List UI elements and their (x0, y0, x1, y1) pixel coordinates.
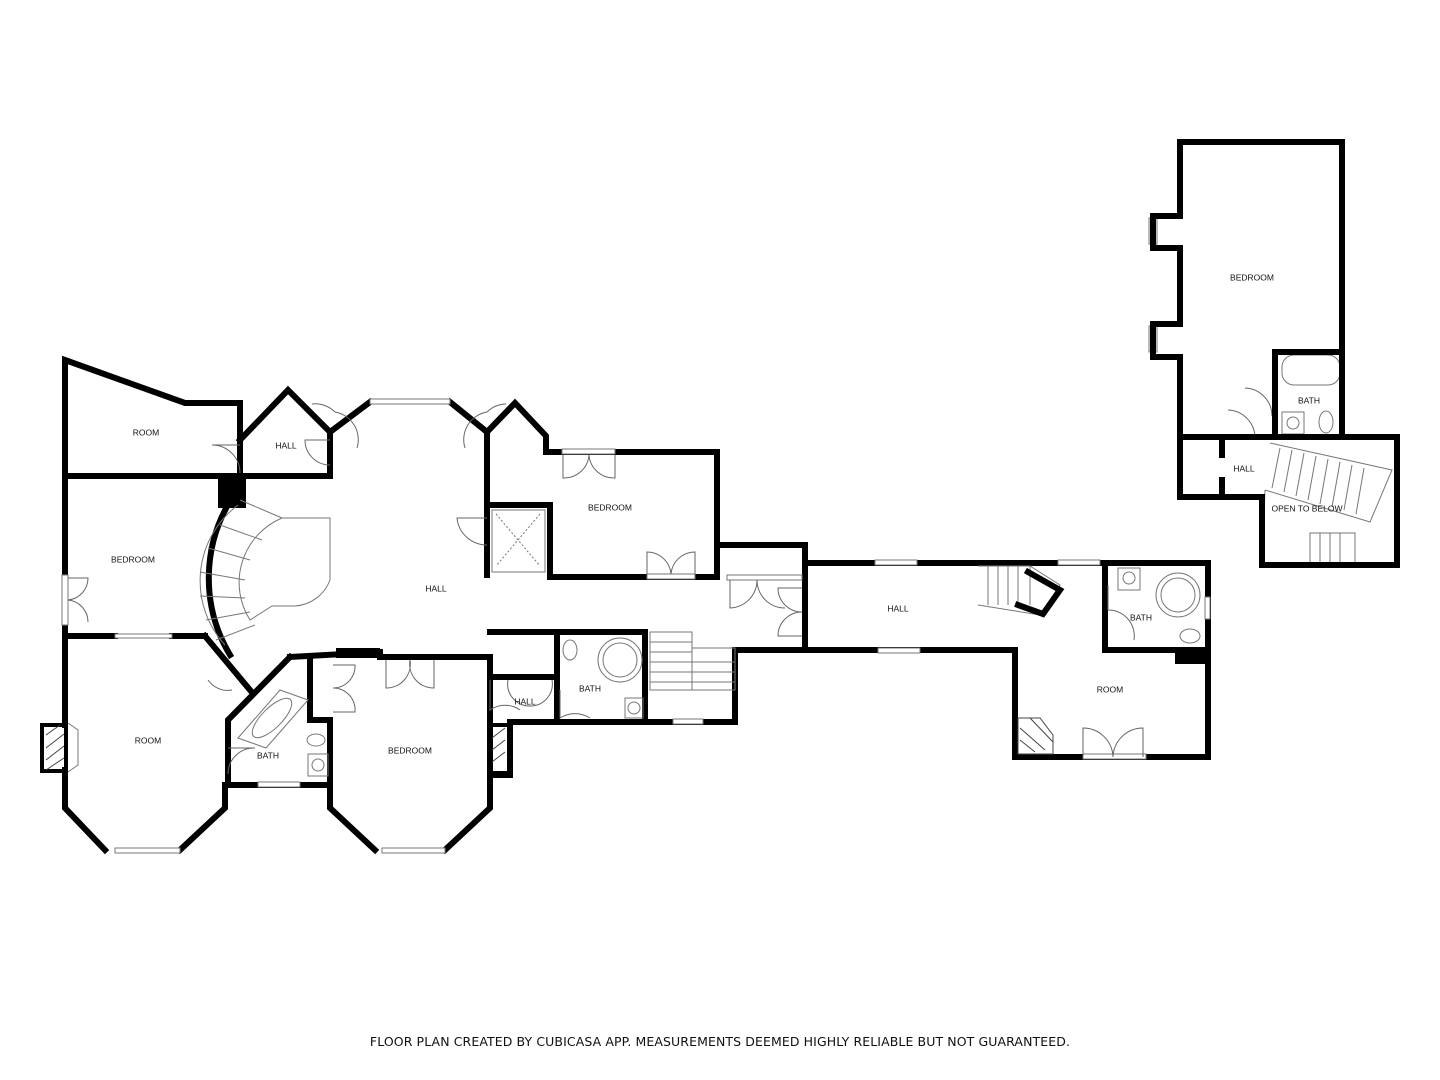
curved-stair-wall (205, 493, 237, 660)
label-bedroom-upper: BEDROOM (1230, 272, 1274, 282)
label-room-right: ROOM (1097, 684, 1123, 694)
stair-wall (1014, 567, 1065, 618)
label-bath-upper: BATH (1298, 395, 1320, 405)
label-room-top-left: ROOM (133, 427, 159, 437)
disclaimer-footer: FLOOR PLAN CREATED BY CUBICASA APP. MEAS… (369, 1034, 1071, 1049)
label-open-to-below: OPEN TO BELOW (1271, 503, 1342, 513)
doors (67, 387, 1273, 775)
label-bath-center: BATH (579, 683, 601, 693)
room-labels: ROOM HALL BEDROOM HALL BEDROOM ROOM BATH… (111, 272, 1342, 760)
label-hall-top-left: HALL (275, 440, 297, 450)
label-bedroom-left: BEDROOM (111, 554, 155, 564)
upper-floor-walls (1150, 139, 1400, 568)
wall-fill (336, 648, 380, 658)
label-bedroom-bottom-center: BEDROOM (388, 745, 432, 755)
label-room-bottom-left: ROOM (135, 735, 161, 745)
wall-fill (1175, 650, 1208, 664)
label-hall-center: HALL (425, 583, 447, 593)
label-bedroom-center-top: BEDROOM (588, 502, 632, 512)
label-hall-right: HALL (887, 603, 909, 613)
label-hall-upper: HALL (1233, 463, 1255, 473)
fireplaces (40, 717, 1054, 775)
label-hall-small: HALL (514, 696, 536, 706)
main-floor-walls (62, 355, 1211, 855)
label-bath-right: BATH (1130, 612, 1152, 622)
label-bath-bottom-left: BATH (257, 750, 279, 760)
